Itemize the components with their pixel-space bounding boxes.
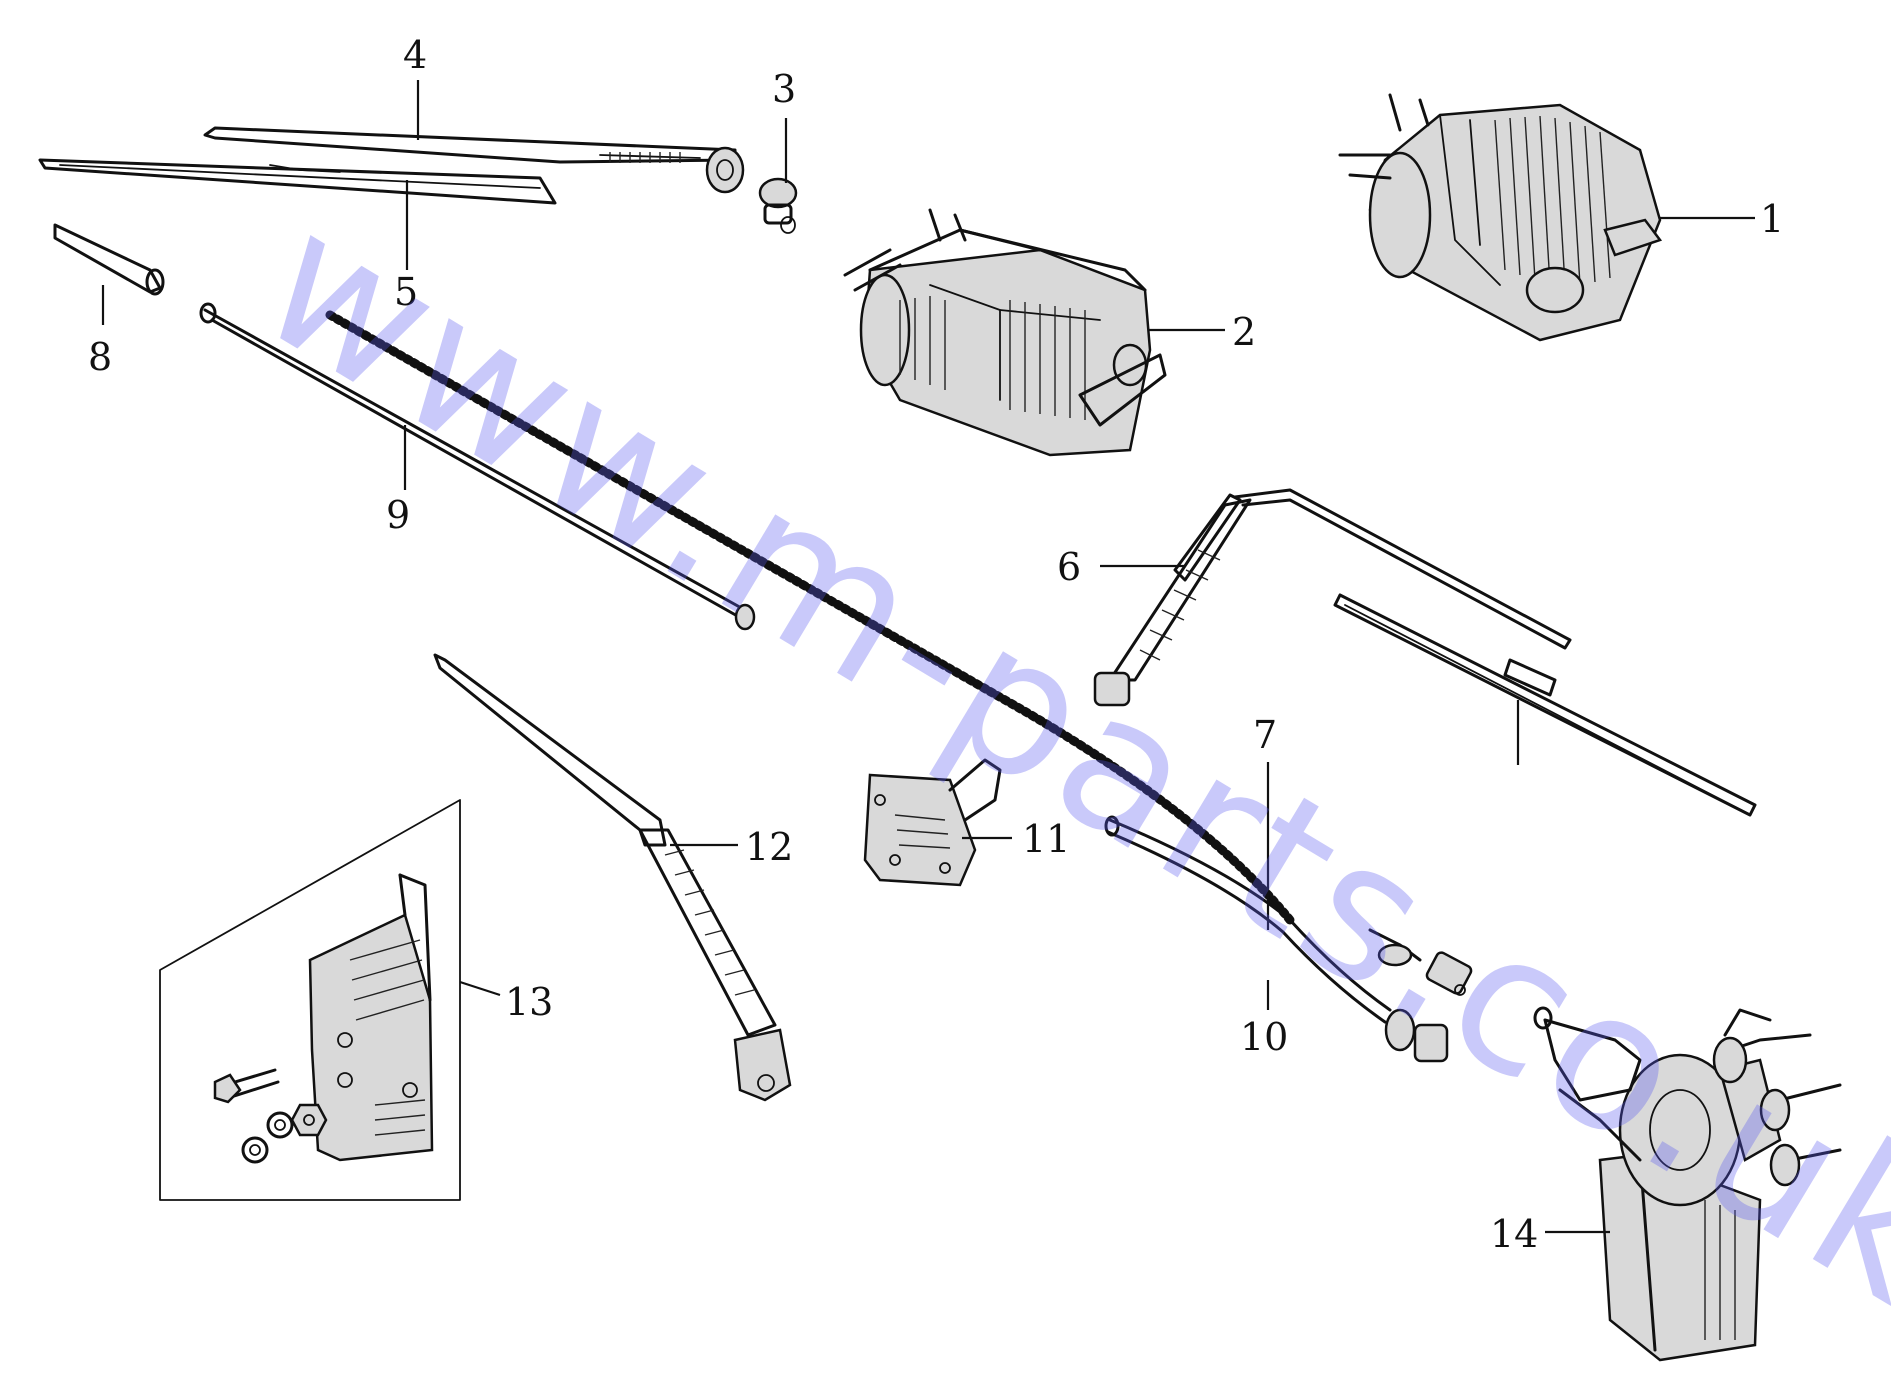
part-12-wiper-arm (433, 653, 792, 1102)
part-9-long-tube (199, 302, 756, 631)
part-1-motor (1338, 93, 1663, 342)
leader-lines (101, 80, 1755, 1234)
callout-8: 8 (88, 335, 112, 379)
callout-14: 14 (1490, 1212, 1538, 1256)
callout-9: 9 (386, 493, 410, 537)
part-7-drive-rack-cable (325, 310, 1473, 996)
callout-labels: 4 3 5 8 9 1 2 6 7 11 12 13 10 14 (88, 33, 1784, 1256)
part-8-wheelbox-tube (53, 223, 165, 296)
callout-11: 11 (1022, 817, 1070, 861)
part-13-bracket-inset (159, 799, 461, 1201)
callout-3: 3 (772, 67, 796, 111)
part-4-wiper-arm (203, 126, 745, 194)
callout-13: 13 (505, 980, 553, 1024)
callout-6: 6 (1057, 545, 1081, 589)
callout-1: 1 (1760, 197, 1784, 241)
callout-7: 7 (1253, 713, 1277, 757)
part-6-wiper-arm-and-blade (1093, 488, 1757, 817)
callout-2: 2 (1232, 310, 1256, 354)
part-10-bent-tube (1104, 815, 1449, 1063)
part-14-wiper-motor-assembly (1533, 1006, 1842, 1362)
callout-10: 10 (1240, 1015, 1288, 1059)
callout-5: 5 (394, 270, 418, 314)
part-5-wiper-blade (38, 158, 557, 205)
part-11-wiper-switch (863, 758, 1002, 887)
part-2-motor (843, 208, 1167, 457)
callout-4: 4 (403, 33, 427, 77)
callout-12: 12 (745, 825, 793, 869)
part-3-spindle-nut (758, 177, 798, 234)
